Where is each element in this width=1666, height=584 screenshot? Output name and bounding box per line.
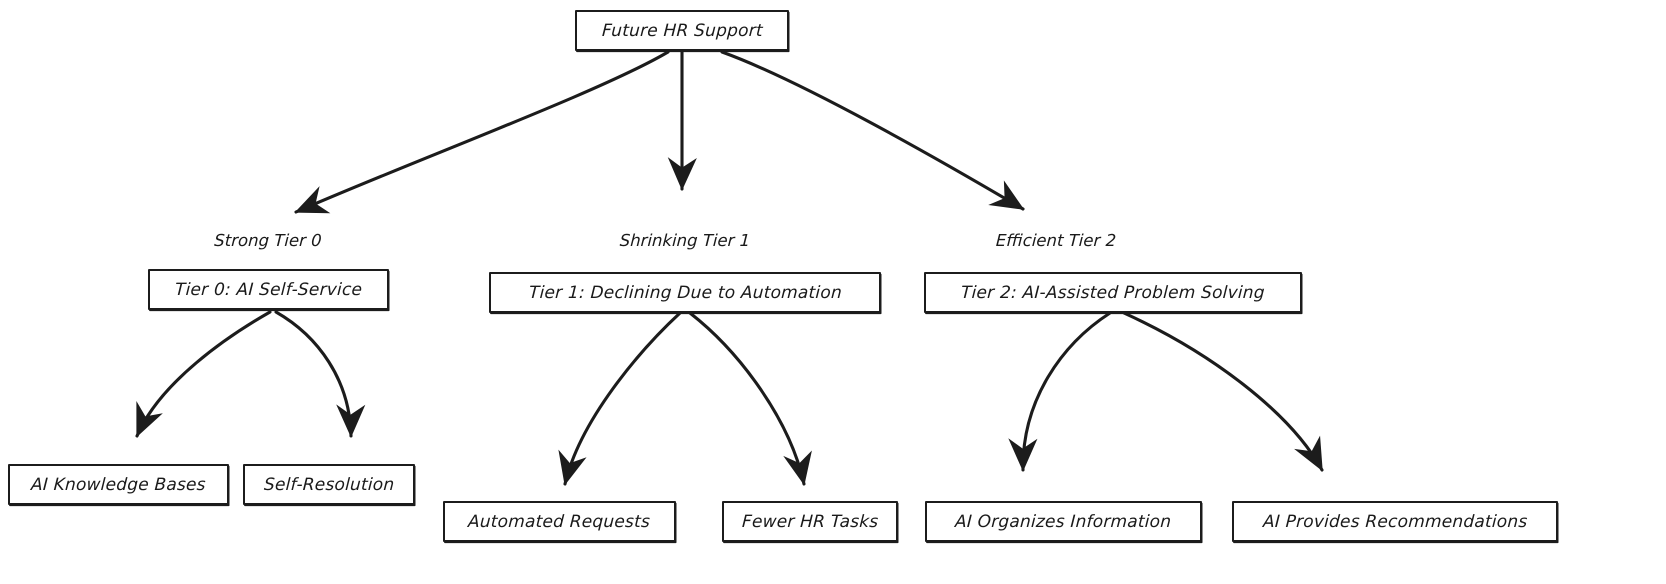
node-self-resolution[interactable]: Self-Resolution	[243, 464, 415, 505]
edge-root-to-tier-2	[720, 50, 1025, 211]
node-label: Self-Resolution	[263, 474, 395, 495]
node-label: Future HR Support	[601, 20, 763, 41]
edge-label-strong-tier-0: Strong Tier 0	[213, 231, 323, 250]
node-label: AI Provides Recommendations	[1262, 511, 1528, 532]
node-ai-provides-recommendations[interactable]: AI Provides Recommendations	[1232, 501, 1558, 542]
node-ai-knowledge-bases[interactable]: AI Knowledge Bases	[8, 464, 229, 505]
node-label: AI Knowledge Bases	[30, 474, 207, 495]
edge-tier-2-to-ai-organizes-information	[1008, 311, 1112, 472]
node-tier-2[interactable]: Tier 2: AI-Assisted Problem Solving	[924, 272, 1302, 313]
edge-label-shrinking-tier-1: Shrinking Tier 1	[619, 231, 751, 250]
node-ai-organizes-information[interactable]: AI Organizes Information	[925, 501, 1202, 542]
node-label: Tier 2: AI-Assisted Problem Solving	[960, 282, 1266, 303]
node-tier-0[interactable]: Tier 0: AI Self-Service	[148, 269, 389, 310]
node-label: Automated Requests	[467, 511, 652, 532]
node-tier-1[interactable]: Tier 1: Declining Due to Automation	[489, 272, 881, 313]
edge-tier-1-to-automated-requests	[558, 311, 682, 486]
node-fewer-hr-tasks[interactable]: Fewer HR Tasks	[722, 501, 898, 542]
node-automated-requests[interactable]: Automated Requests	[443, 501, 676, 542]
node-label: Tier 1: Declining Due to Automation	[528, 282, 842, 303]
node-future-hr-support[interactable]: Future HR Support	[575, 10, 789, 51]
edge-tier-1-to-fewer-hr-tasks	[688, 311, 812, 486]
edge-tier-0-to-self-resolution	[274, 310, 366, 438]
node-label: Fewer HR Tasks	[741, 511, 879, 532]
node-label: AI Organizes Information	[954, 511, 1173, 532]
edge-root-to-tier-0	[294, 50, 670, 214]
node-label: Tier 0: AI Self-Service	[174, 279, 363, 300]
edge-tier-0-to-ai-knowledge-bases	[135, 310, 272, 438]
edge-label-efficient-tier-2: Efficient Tier 2	[995, 231, 1117, 250]
edge-tier-2-to-ai-provides-recommendations	[1122, 311, 1324, 472]
